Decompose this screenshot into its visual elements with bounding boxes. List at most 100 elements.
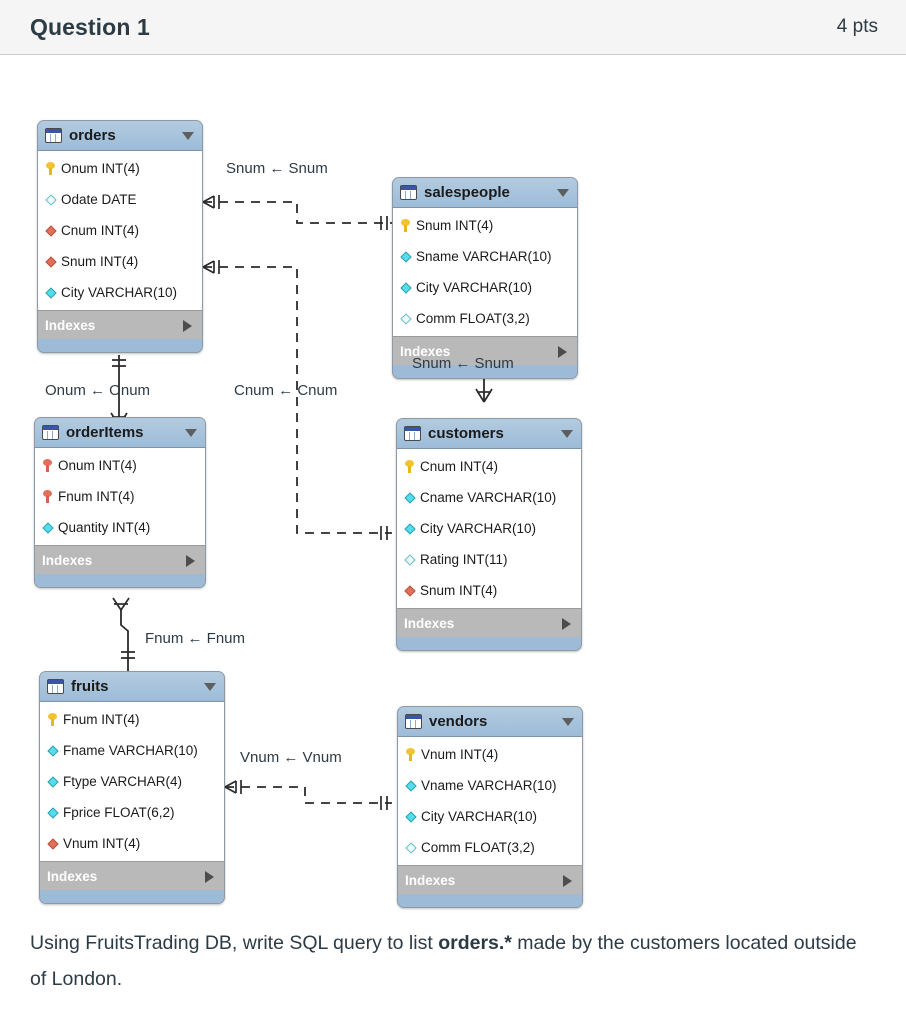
field-row[interactable]: Rating INT(11)	[397, 544, 581, 575]
field-row[interactable]: Cnum INT(4)	[38, 215, 202, 246]
chevron-down-icon[interactable]	[204, 683, 216, 691]
chevron-right-icon[interactable]	[183, 320, 192, 332]
primary-key-icon	[46, 162, 55, 175]
column-icon	[45, 286, 57, 299]
page-title: Question 1	[30, 13, 150, 40]
field-row[interactable]: Comm FLOAT(3,2)	[393, 303, 577, 334]
entity-footer	[35, 574, 205, 587]
field-row[interactable]: City VARCHAR(10)	[397, 513, 581, 544]
field-row[interactable]: Snum INT(4)	[397, 575, 581, 606]
entity-customers[interactable]: customers Cnum INT(4) Cname VARCHAR(10) …	[396, 418, 582, 651]
entity-title-bar[interactable]: salespeople	[393, 178, 577, 208]
column-icon	[45, 193, 57, 206]
field-row[interactable]: Sname VARCHAR(10)	[393, 241, 577, 272]
chevron-down-icon[interactable]	[562, 718, 574, 726]
relationship-label-fruits-vendors: Vnum ← Vnum	[240, 749, 342, 766]
field-row[interactable]: Cname VARCHAR(10)	[397, 482, 581, 513]
field-row[interactable]: Cnum INT(4)	[397, 451, 581, 482]
field-row[interactable]: Onum INT(4)	[35, 450, 205, 481]
question-text-part-1: Using FruitsTrading DB, write SQL query …	[30, 932, 439, 954]
entity-vendors[interactable]: vendors Vnum INT(4) Vname VARCHAR(10) Ci…	[397, 706, 583, 908]
column-icon	[400, 281, 412, 294]
field-row[interactable]: Snum INT(4)	[393, 210, 577, 241]
column-icon	[404, 522, 416, 535]
column-icon	[404, 553, 416, 566]
field-row[interactable]: Vnum INT(4)	[398, 739, 582, 770]
primary-foreign-key-icon	[43, 490, 52, 503]
field-row[interactable]: Odate DATE	[38, 184, 202, 215]
field-row[interactable]: Vname VARCHAR(10)	[398, 770, 582, 801]
field-row[interactable]: Vnum INT(4)	[40, 828, 224, 859]
field-label: City VARCHAR(10)	[421, 809, 538, 824]
field-row[interactable]: Fname VARCHAR(10)	[40, 735, 224, 766]
field-row[interactable]: City VARCHAR(10)	[398, 801, 582, 832]
field-row[interactable]: Fnum INT(4)	[35, 481, 205, 512]
entity-footer	[38, 339, 202, 352]
primary-key-icon	[406, 748, 415, 761]
wire-orders-customers	[203, 266, 392, 534]
field-label: Ftype VARCHAR(4)	[63, 774, 183, 789]
entity-orders[interactable]: orders Onum INT(4) Odate DATE Cnum INT(4…	[37, 120, 203, 353]
question-emphasis: orders.*	[438, 932, 512, 954]
entity-name: fruits	[71, 678, 109, 695]
entity-title-bar[interactable]: orders	[38, 121, 202, 151]
field-label: Fprice FLOAT(6,2)	[63, 805, 175, 820]
field-row[interactable]: Comm FLOAT(3,2)	[398, 832, 582, 863]
field-row[interactable]: Quantity INT(4)	[35, 512, 205, 543]
entity-orderitems[interactable]: orderItems Onum INT(4) Fnum INT(4) Quant…	[34, 417, 206, 588]
indexes-row[interactable]: Indexes	[40, 861, 224, 890]
entity-fruits[interactable]: fruits Fnum INT(4) Fname VARCHAR(10) Fty…	[39, 671, 225, 904]
field-label: City VARCHAR(10)	[61, 285, 178, 300]
field-label: City VARCHAR(10)	[416, 280, 533, 295]
foreign-key-icon	[45, 255, 57, 268]
entity-field-list: Cnum INT(4) Cname VARCHAR(10) City VARCH…	[397, 449, 581, 608]
field-label: Snum INT(4)	[416, 218, 494, 233]
entity-footer	[397, 637, 581, 650]
chevron-down-icon[interactable]	[561, 430, 573, 438]
entity-salespeople[interactable]: salespeople Snum INT(4) Sname VARCHAR(10…	[392, 177, 578, 379]
table-icon	[42, 425, 59, 440]
field-row[interactable]: City VARCHAR(10)	[393, 272, 577, 303]
relationship-connectors	[110, 195, 493, 810]
column-icon	[400, 250, 412, 263]
chevron-down-icon[interactable]	[557, 189, 569, 197]
table-icon	[404, 426, 421, 441]
entity-title-bar[interactable]: fruits	[40, 672, 224, 702]
indexes-row[interactable]: Indexes	[398, 865, 582, 894]
indexes-row[interactable]: Indexes	[393, 336, 577, 365]
chevron-down-icon[interactable]	[182, 132, 194, 140]
indexes-label: Indexes	[42, 552, 93, 568]
relationship-label-orderitems-fruits: Fnum ← Fnum	[145, 630, 246, 647]
field-row[interactable]: Fprice FLOAT(6,2)	[40, 797, 224, 828]
indexes-row[interactable]: Indexes	[38, 310, 202, 339]
field-row[interactable]: Ftype VARCHAR(4)	[40, 766, 224, 797]
field-label: Fnum INT(4)	[63, 712, 140, 727]
entity-title-bar[interactable]: vendors	[398, 707, 582, 737]
entity-title-bar[interactable]: orderItems	[35, 418, 205, 448]
field-row[interactable]: Onum INT(4)	[38, 153, 202, 184]
chevron-right-icon[interactable]	[558, 346, 567, 358]
chevron-down-icon[interactable]	[185, 429, 197, 437]
indexes-row[interactable]: Indexes	[35, 545, 205, 574]
chevron-right-icon[interactable]	[205, 871, 214, 883]
entity-title-bar[interactable]: customers	[397, 419, 581, 449]
field-row[interactable]: City VARCHAR(10)	[38, 277, 202, 308]
foreign-key-icon	[45, 224, 57, 237]
field-row[interactable]: Snum INT(4)	[38, 246, 202, 277]
chevron-right-icon[interactable]	[563, 875, 572, 887]
chevron-right-icon[interactable]	[562, 618, 571, 630]
field-label: Cname VARCHAR(10)	[420, 490, 557, 505]
chevron-right-icon[interactable]	[186, 555, 195, 567]
field-row[interactable]: Fnum INT(4)	[40, 704, 224, 735]
indexes-row[interactable]: Indexes	[397, 608, 581, 637]
primary-key-icon	[405, 460, 414, 473]
field-label: Rating INT(11)	[420, 552, 508, 567]
field-label: Fnum INT(4)	[58, 489, 135, 504]
entity-field-list: Snum INT(4) Sname VARCHAR(10) City VARCH…	[393, 208, 577, 336]
foreign-key-icon	[47, 837, 59, 850]
indexes-label: Indexes	[45, 317, 96, 333]
question-points: 4 pts	[836, 16, 878, 37]
relationship-label-orders-salespeople: Snum ← Snum	[226, 160, 328, 177]
entity-name: orderItems	[66, 424, 144, 441]
wire-fruits-vendors	[225, 786, 392, 804]
